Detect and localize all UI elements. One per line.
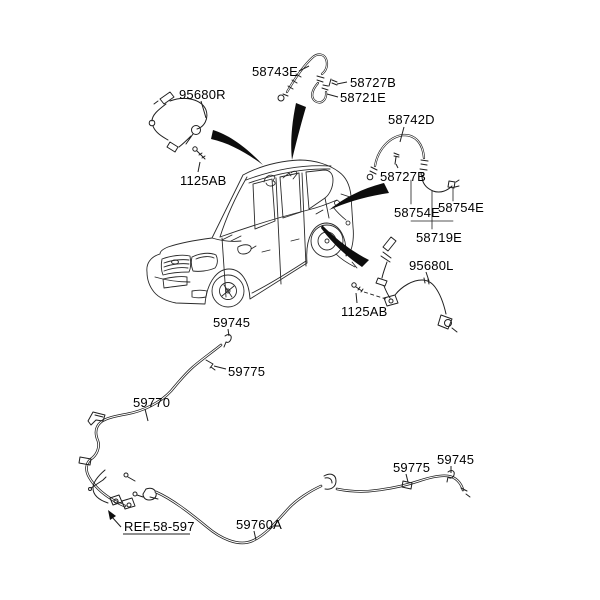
car-windshield [211, 176, 248, 242]
leader-lines [123, 65, 452, 541]
location-arrow-front-left [211, 130, 263, 165]
sensor-left-head [444, 319, 452, 327]
car-headlight [190, 252, 218, 272]
part-label-95680l: 95680L [409, 258, 454, 273]
bolt-right-part [351, 282, 387, 300]
clip-front-part [328, 78, 338, 87]
cable-rear-end-fitting [460, 487, 471, 498]
car-roof-rail [245, 165, 332, 184]
car-body-outline [146, 159, 354, 305]
sensor-right-head [191, 125, 201, 135]
cable-hanger-bracket [87, 411, 106, 426]
part-label-58754e-left: 58754E [394, 205, 440, 220]
part-label-59770: 59770 [133, 395, 170, 410]
location-arrows [211, 103, 389, 267]
abs-sensor-right-drawing [148, 91, 208, 160]
brake-hose-front-drawing [277, 53, 338, 104]
car-beltline [219, 199, 338, 238]
cable-clamp [78, 456, 92, 466]
part-label-59775-right: 59775 [393, 460, 430, 475]
clip-rear-bolt-part [393, 152, 400, 165]
part-label-58727b-front: 58727B [350, 75, 396, 90]
part-label-1125ab-right: 1125AB [341, 304, 388, 319]
part-label-59760a: 59760A [236, 517, 282, 532]
part-label-95680r: 95680R [179, 87, 226, 102]
part-label-59745-right: 59745 [437, 452, 474, 467]
cable-rear-hook-bracket [323, 473, 337, 490]
sensor-right-grommet [148, 119, 156, 127]
location-arrow-rear-lower [321, 225, 369, 267]
car-grille [160, 254, 192, 276]
parking-cable-rear-drawing [154, 470, 471, 545]
part-label-58743e: 58743E [252, 64, 298, 79]
hose-front-fittings [287, 73, 329, 91]
abs-sensor-left-drawing [351, 236, 458, 333]
equalizer-cluster-drawing [88, 469, 159, 528]
vehicle-illustration [146, 159, 358, 308]
rear-tube-part [421, 175, 453, 193]
ref-arrow [108, 510, 122, 528]
clip-59775-right-part [401, 480, 413, 490]
car-front-wheel [211, 274, 245, 308]
part-labels: 58743E 58727B 58721E 95680R 1125AB 58742… [124, 64, 484, 534]
car-side-windows [252, 169, 334, 230]
hose-rear-banjo [366, 173, 374, 181]
car-mirror [237, 244, 257, 255]
location-arrow-rear-upper [329, 183, 389, 210]
part-label-59775-mid: 59775 [228, 364, 265, 379]
part-label-ref-58-597: REF.58-597 [124, 519, 195, 534]
rear-tube-clip [447, 179, 460, 189]
location-arrow-top [291, 103, 306, 160]
rear-sensor-dot2 [345, 220, 351, 226]
car-badge [171, 259, 179, 265]
brake-hose-rear-drawing [366, 133, 460, 230]
hose-front-banjo [277, 94, 285, 102]
part-label-58721e: 58721E [340, 90, 386, 105]
clip-59775-mid-part [205, 359, 216, 371]
part-label-58727b-rear: 58727B [380, 169, 426, 184]
clip-59745-top-part [223, 334, 232, 348]
part-label-59745-top: 59745 [213, 315, 250, 330]
car-door-lines [221, 172, 330, 298]
car-door-handles [261, 238, 300, 253]
parking-cable-front-drawing [78, 334, 232, 508]
part-label-58742d: 58742D [388, 112, 435, 127]
part-label-1125ab-left: 1125AB [180, 173, 227, 188]
part-label-58719e: 58719E [416, 230, 462, 245]
bracket-callout-lines [410, 179, 454, 230]
part-label-58754e-right: 58754E [438, 200, 484, 215]
car-bumper-details [154, 276, 208, 299]
rear-wheel-glyphs [315, 193, 358, 269]
roof-tube-glyphs [263, 170, 298, 187]
bolt-left-part [192, 146, 206, 160]
